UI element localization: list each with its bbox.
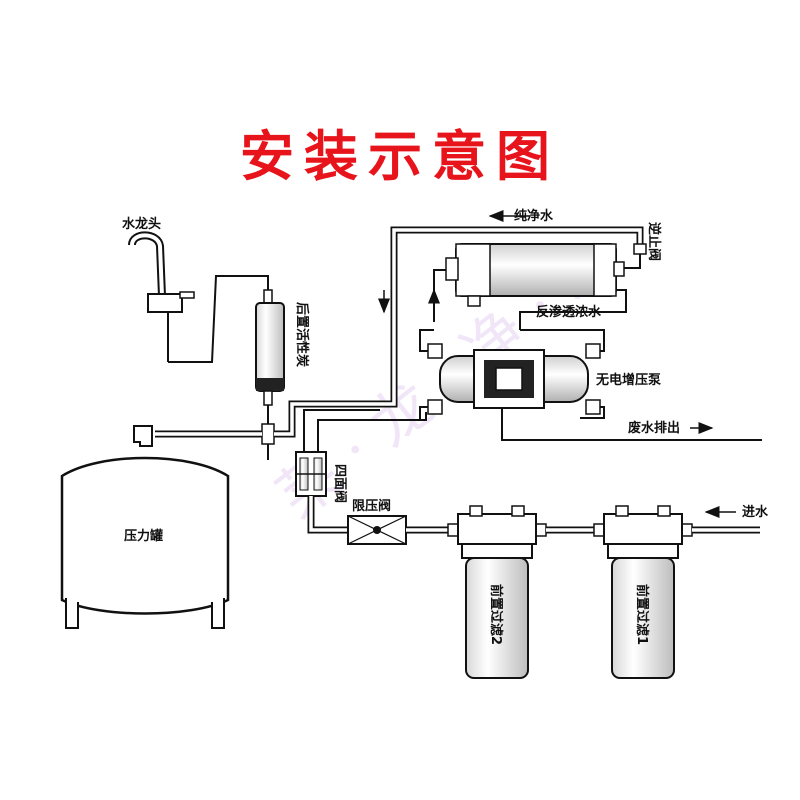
prefilter-1-label: 前置过滤1 bbox=[634, 584, 650, 645]
water-inlet-label: 进水 bbox=[742, 504, 769, 520]
prefilter-1 bbox=[593, 505, 693, 679]
post-carbon-filter bbox=[255, 289, 285, 406]
pressure-tank bbox=[60, 456, 230, 629]
pressure-limit-label: 限压阀 bbox=[352, 498, 391, 514]
prefilter-2-label: 前置过滤2 bbox=[488, 584, 504, 645]
check-valve-label: 逆止阀 bbox=[646, 222, 662, 261]
post-carbon-label: 后置活性炭 bbox=[294, 302, 310, 367]
tank-valve-icon bbox=[133, 425, 153, 447]
four-way-valve bbox=[295, 451, 327, 497]
faucet-label: 水龙头 bbox=[122, 216, 161, 232]
ro-concentrate-label: 反渗透浓水 bbox=[536, 304, 602, 320]
booster-pump bbox=[427, 343, 601, 415]
prefilter-2 bbox=[447, 505, 547, 679]
pure-water-label: 纯净水 bbox=[514, 208, 554, 224]
pressure-limit-valve bbox=[347, 515, 407, 545]
faucet-icon bbox=[128, 231, 195, 362]
ro-membrane bbox=[445, 243, 625, 307]
tee-fitting bbox=[261, 423, 275, 445]
four-way-valve-label: 四面阀 bbox=[332, 464, 348, 503]
booster-pump-label: 无电增压泵 bbox=[595, 372, 661, 388]
waste-water-label: 废水排出 bbox=[628, 420, 680, 436]
faucet-pipe bbox=[168, 275, 269, 363]
check-valve-icon bbox=[633, 243, 647, 255]
pressure-tank-label: 压力罐 bbox=[124, 528, 163, 544]
diagram-title: 安装示意图 bbox=[240, 124, 560, 188]
